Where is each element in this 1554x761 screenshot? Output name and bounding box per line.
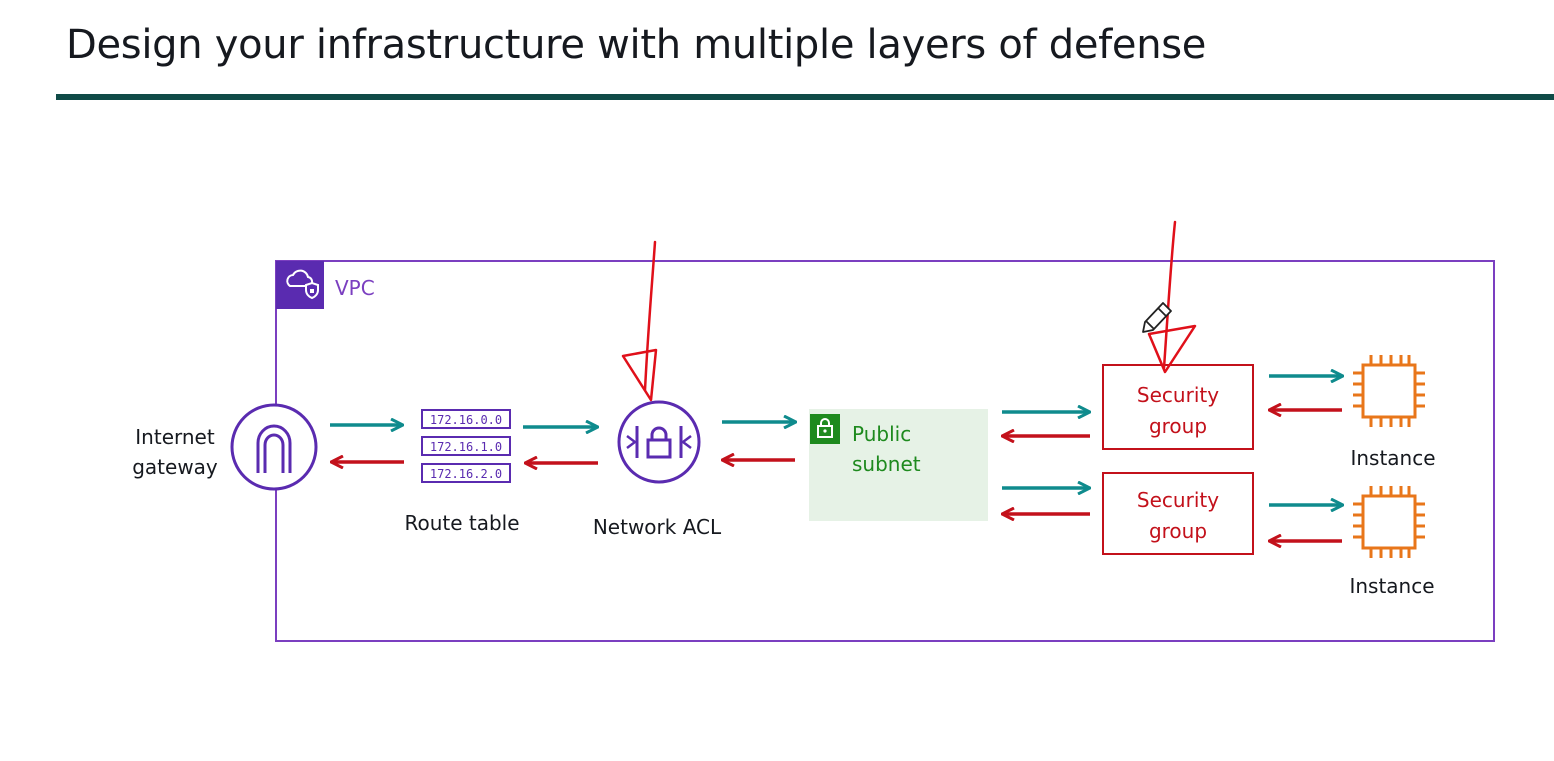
instance-label-2: Instance [1349,574,1435,598]
internet-gateway-label: Internet gateway [130,422,220,482]
outbound-arrows [332,410,1342,541]
route-entry-1: 172.16.0.0 [430,413,502,427]
internet-gateway-label-line1: Internet [135,425,215,449]
ec2-instance-chip-icon-1 [1353,355,1425,427]
instance-label-1: Instance [1350,446,1436,470]
vpc-label: VPC [335,276,375,300]
route-entry-3: 172.16.2.0 [430,467,502,481]
security-group-2-line2: group [1148,519,1208,543]
security-group-1-line2: group [1148,414,1208,438]
network-acl-icon [617,400,701,484]
pencil-cursor-icon [1142,302,1172,333]
hand-drawn-arrow-to-network-acl [643,240,657,392]
security-group-2-line1: Security [1136,488,1220,512]
internet-gateway-label-line2: gateway [132,455,218,479]
ec2-instance-chip-icon-2 [1353,486,1425,558]
security-group-box-1 [1102,364,1254,450]
vpc-cloud-shield-icon [276,261,324,309]
public-subnet-label: Public subnet [852,419,921,479]
security-group-label-2: Security group [1104,485,1252,547]
route-entry-2: 172.16.1.0 [430,440,502,454]
title-divider [56,94,1554,100]
hand-drawn-arrow-to-security-group [1162,220,1177,370]
public-subnet-label-line1: Public [852,422,912,446]
hand-drawn-annotations [621,220,1197,402]
internet-gateway-icon [230,403,318,491]
security-group-label-1: Security group [1104,380,1252,442]
security-group-1-line1: Security [1136,383,1220,407]
route-table-icon: 172.16.0.0 172.16.1.0 172.16.2.0 [421,409,511,483]
public-subnet-label-line2: subnet [852,452,921,476]
route-table-label: Route table [404,511,520,535]
subnet-lock-icon [810,414,840,444]
page-title: Design your infrastructure with multiple… [66,22,1207,68]
security-group-box-2 [1102,472,1254,555]
network-acl-label: Network ACL [592,515,722,539]
inbound-arrows [330,376,1342,505]
